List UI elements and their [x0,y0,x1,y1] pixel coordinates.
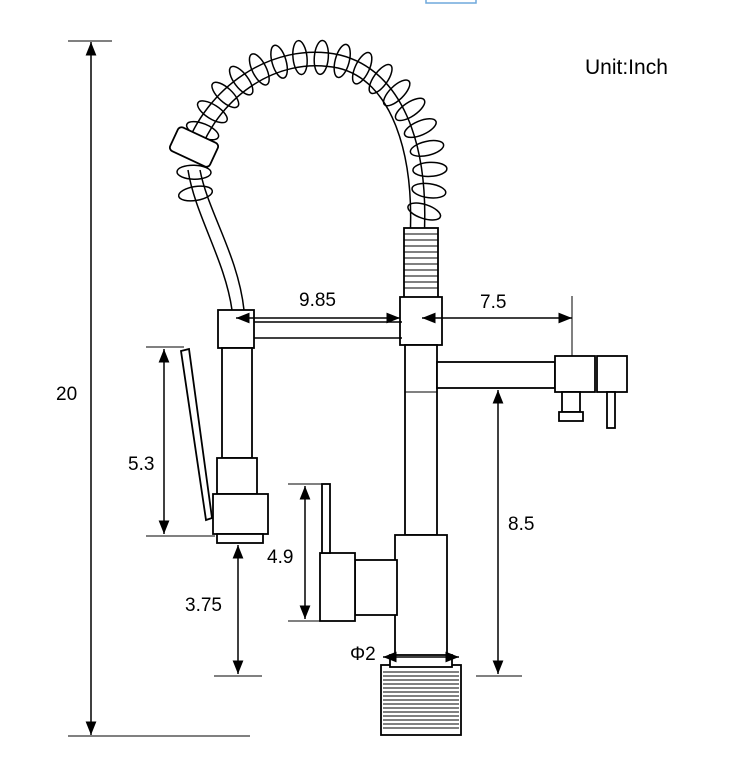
spring-hose [176,39,448,241]
spring-coil-loop [176,164,212,180]
handle-lever [321,483,331,554]
spray-holder-block [217,309,255,349]
base-diameter-label: Φ2 [350,644,376,665]
spring-coil-loop [177,185,214,202]
spring-base [403,227,439,299]
spring-coil-loop [270,44,289,79]
side-arm-outlet [561,391,581,413]
spring-coil-loop [407,202,442,221]
main-handle [319,483,398,622]
spray-head-height-label: 5.3 [128,454,154,475]
spring-coil-loop [196,100,228,124]
spring-coil-loop [228,65,254,96]
spray-clearance-dimension: 3.75 [185,545,262,677]
handle-height-dimension: 4.9 [267,483,322,622]
spring-coil-loop [292,39,308,76]
total-height-dimension: 20 [56,40,250,737]
spring-coil-loop [409,139,445,157]
spray-head-height-dimension: 5.3 [128,346,215,537]
spring-coil-loop [313,39,330,76]
handle-body [319,552,356,622]
spray-head-tube [221,347,253,459]
unit-label: Unit:Inch [585,56,668,79]
spring-coil-loop [412,161,448,178]
arm-reach-dimension: 7.5 [422,292,573,356]
spray-head-collar [216,457,258,495]
spring-coil-loop [351,51,373,85]
column-body [394,534,448,661]
pull-down-hose [168,126,245,311]
side-arm-tube [436,361,556,389]
top-tab-decoration [425,0,477,4]
arm-height-label: 8.5 [508,514,534,535]
arm-reach-label: 7.5 [480,292,506,313]
spout-reach-label: 9.85 [299,290,336,311]
column-collar [399,296,443,346]
side-arm-outlet-tip [558,411,584,422]
spring-coil-loop [403,118,437,139]
spray-head [179,309,269,544]
spray-holder-arm [252,321,402,339]
handle-height-label: 4.9 [267,547,293,568]
side-arm-valve [554,355,596,393]
side-arm [436,355,628,429]
base-diameter-dimension: Φ2 [350,644,459,665]
spray-head-tip [216,533,264,544]
spray-clearance-label: 3.75 [185,595,222,616]
side-arm-lever [606,391,616,429]
side-arm-cap [596,355,628,393]
handle-hub [354,559,398,616]
column-tube [404,344,438,536]
spray-head-nozzle [212,493,269,535]
spring-coil-loop [394,97,426,122]
total-height-label: 20 [56,384,77,405]
spring-coil-loop [382,79,411,107]
spring-coil-loop [211,81,240,109]
main-column [380,296,462,736]
spring-coil-loop [248,53,270,86]
spout-reach-dimension: 9.85 [236,290,400,324]
spring-coil-loop [411,182,447,199]
spring-coil-loop [368,63,393,95]
hose-clip [168,126,220,168]
spray-head-lever [179,347,213,522]
arm-height-dimension: 8.5 [476,390,534,677]
spring-coil-loop [333,43,351,79]
